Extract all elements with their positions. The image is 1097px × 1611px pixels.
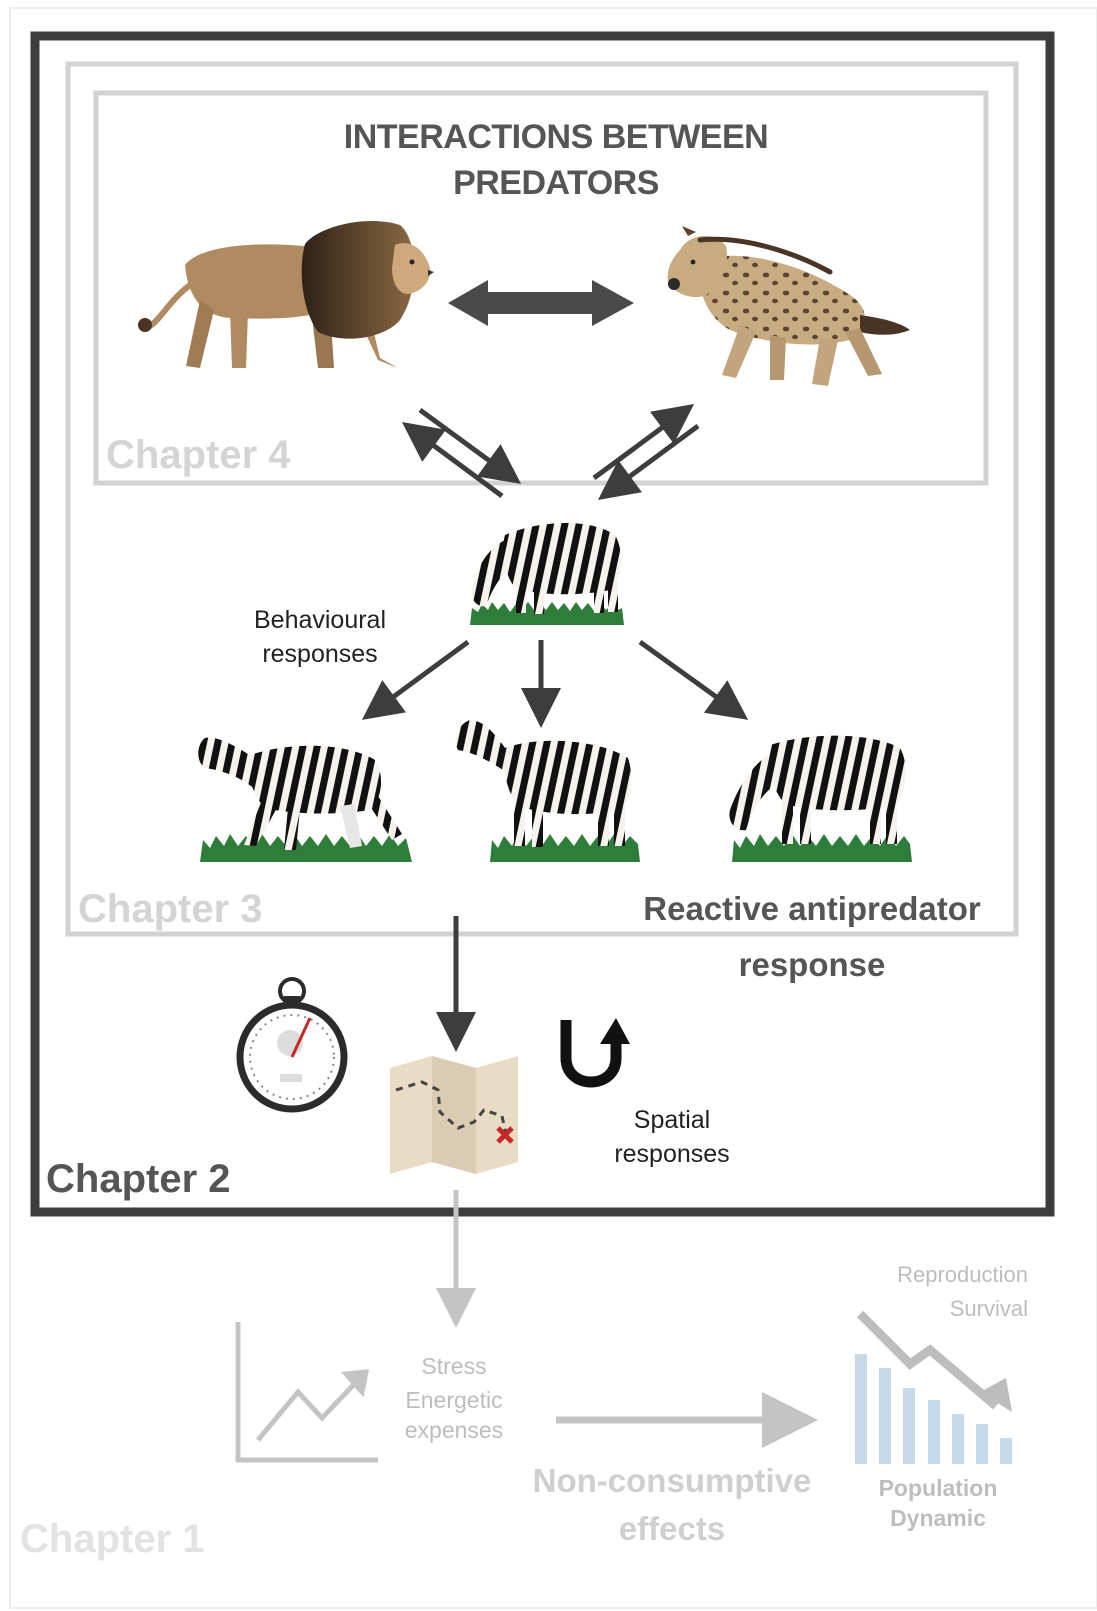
predator-prey-arrows — [401, 404, 700, 500]
expenses-label: expenses — [405, 1417, 503, 1443]
spatial-responses-label-1: Spatial — [634, 1106, 710, 1134]
reactive-response-label-2: response — [739, 946, 886, 983]
spatial-responses-label-2: responses — [614, 1140, 729, 1168]
chapter-4-label: Chapter 4 — [106, 433, 291, 477]
chapter-1-frame — [9, 7, 1097, 1609]
chapter-3-frame — [65, 61, 1019, 937]
non-consumptive-label-2: effects — [619, 1510, 725, 1547]
bar-chart-icon — [855, 1310, 1012, 1464]
zebra-grazing-right-icon — [729, 735, 912, 862]
map-icon — [390, 1056, 518, 1174]
u-turn-icon — [560, 1018, 630, 1088]
reproduction-label: Reproduction — [897, 1262, 1028, 1287]
stress-label: Stress — [421, 1353, 486, 1379]
chapter-4-frame — [93, 90, 989, 486]
non-consumptive-label-1: Non-consumptive — [533, 1462, 812, 1499]
zebra-grazing-icon — [470, 522, 624, 625]
behavioural-responses-label-2: responses — [262, 640, 377, 668]
behavioural-responses-label-1: Behavioural — [254, 606, 386, 634]
zebra-standing-icon — [455, 720, 640, 862]
dynamic-label: Dynamic — [890, 1505, 986, 1531]
chapter-2-label: Chapter 2 — [46, 1157, 231, 1201]
lion-icon — [138, 221, 434, 368]
chapter-1-label: Chapter 1 — [20, 1517, 205, 1561]
stopwatch-icon — [236, 977, 348, 1113]
line-chart-icon — [235, 1322, 378, 1463]
zebra-walking-icon — [198, 737, 412, 862]
hyena-icon — [667, 226, 910, 386]
diagram-title-line-1: INTERACTIONS BETWEEN — [344, 118, 768, 156]
diagram-title-line-2: PREDATORS — [453, 164, 659, 202]
survival-label: Survival — [950, 1296, 1028, 1321]
behaviour-branch-arrows — [361, 639, 749, 728]
energetic-label: Energetic — [405, 1387, 502, 1413]
population-label: Population — [879, 1475, 998, 1501]
chapter-3-label: Chapter 3 — [78, 887, 263, 931]
reactive-response-label-1: Reactive antipredator — [643, 890, 981, 927]
chapter-2-frame — [30, 31, 1055, 1217]
predator-interaction-arrow — [448, 280, 634, 326]
